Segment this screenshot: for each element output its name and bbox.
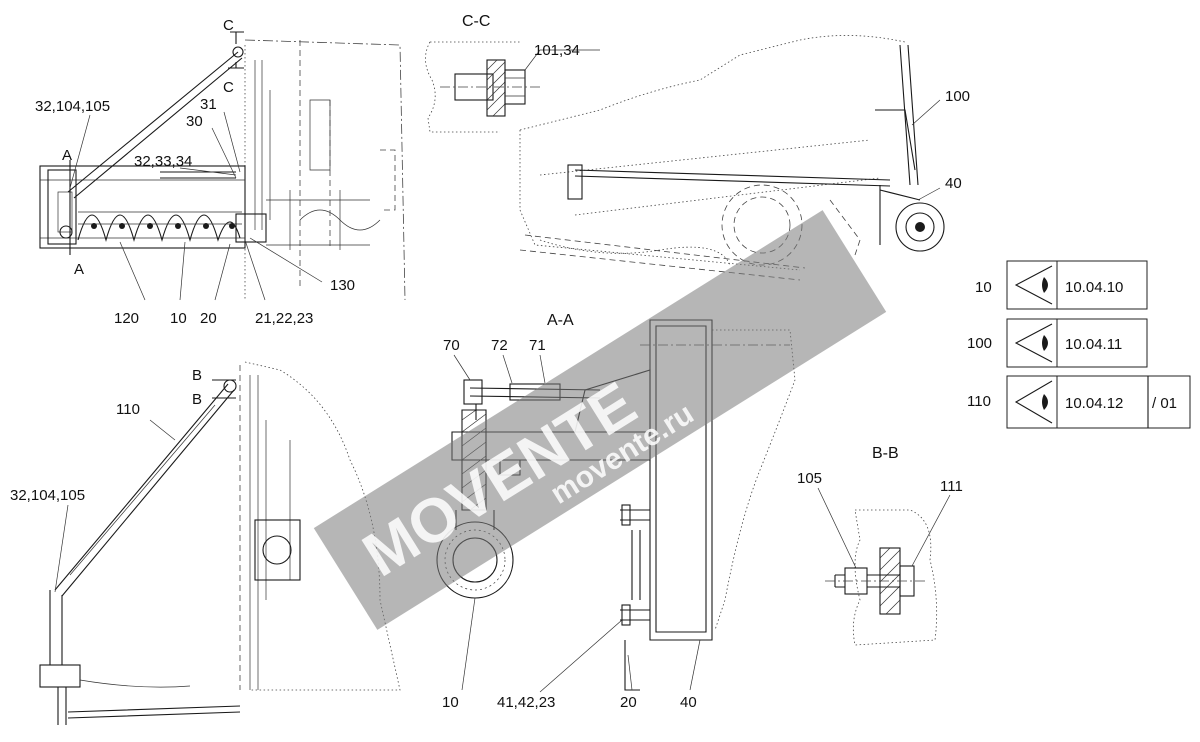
view-top-right xyxy=(519,35,945,281)
callout-30: 30 xyxy=(186,113,203,130)
watermark: MOVENTE movente.ru xyxy=(313,210,887,630)
callout-72: 72 xyxy=(491,337,508,354)
callout-31: 31 xyxy=(200,96,217,113)
section-title-bb: B-B xyxy=(872,445,899,462)
reference-sheet: 10.04.12 xyxy=(1065,395,1123,412)
labels: C-C A-A B-B C C A A B B 101,34 32,104,10… xyxy=(10,13,970,711)
section-title-cc: C-C xyxy=(462,13,490,30)
eye-icon xyxy=(1006,375,1058,429)
reference-row: 100 10.04.11 xyxy=(967,318,1122,368)
reference-suffix: / 01 xyxy=(1152,395,1177,412)
eye-icon xyxy=(1006,318,1058,368)
callout-21-22-23: 21,22,23 xyxy=(255,310,313,327)
callout-111: 111 xyxy=(940,478,963,495)
reference-item-number: 100 xyxy=(967,335,992,352)
callout-41-42-23: 41,42,23 xyxy=(497,694,555,711)
callout-10-left: 10 xyxy=(170,310,187,327)
callout-120: 120 xyxy=(114,310,139,327)
callout-105: 105 xyxy=(797,470,822,487)
reference-item-number: 110 xyxy=(967,393,991,410)
cut-mark-b-bottom: B xyxy=(192,391,202,408)
callout-10-bottom: 10 xyxy=(442,694,459,711)
callout-40-bottom: 40 xyxy=(680,694,697,711)
view-top-left xyxy=(39,31,406,301)
reference-sheet: 10.04.10 xyxy=(1065,279,1123,296)
view-section-bb xyxy=(817,487,951,646)
reference-sheet: 10.04.11 xyxy=(1065,336,1122,353)
callout-70: 70 xyxy=(443,337,460,354)
callout-100: 100 xyxy=(945,88,970,105)
cut-mark-b-top: B xyxy=(192,367,202,384)
callout-40-top: 40 xyxy=(945,175,962,192)
view-bottom-left xyxy=(39,361,401,725)
cut-mark-c-top: C xyxy=(223,17,234,34)
section-title-aa: A-A xyxy=(547,312,574,329)
callout-32-104-105-bottom: 32,104,105 xyxy=(10,487,85,504)
callout-101-34: 101,34 xyxy=(534,42,580,59)
reference-row: 10 10.04.10 xyxy=(975,260,1123,310)
callout-110: 110 xyxy=(116,401,140,418)
callout-32-33-34: 32,33,34 xyxy=(134,153,192,170)
reference-row: 110 10.04.12 / 01 xyxy=(967,375,1177,429)
view-section-cc xyxy=(425,41,600,133)
callout-32-104-105-top: 32,104,105 xyxy=(35,98,110,115)
callout-20-bottom: 20 xyxy=(620,694,637,711)
eye-icon xyxy=(1006,260,1058,310)
cut-mark-a-top: A xyxy=(62,147,72,164)
callout-130: 130 xyxy=(330,277,355,294)
reference-item-number: 10 xyxy=(975,279,992,296)
callout-71: 71 xyxy=(529,337,546,354)
cut-mark-a-bottom: A xyxy=(74,261,84,278)
callout-20-left: 20 xyxy=(200,310,217,327)
cut-mark-c-bottom: C xyxy=(223,79,234,96)
